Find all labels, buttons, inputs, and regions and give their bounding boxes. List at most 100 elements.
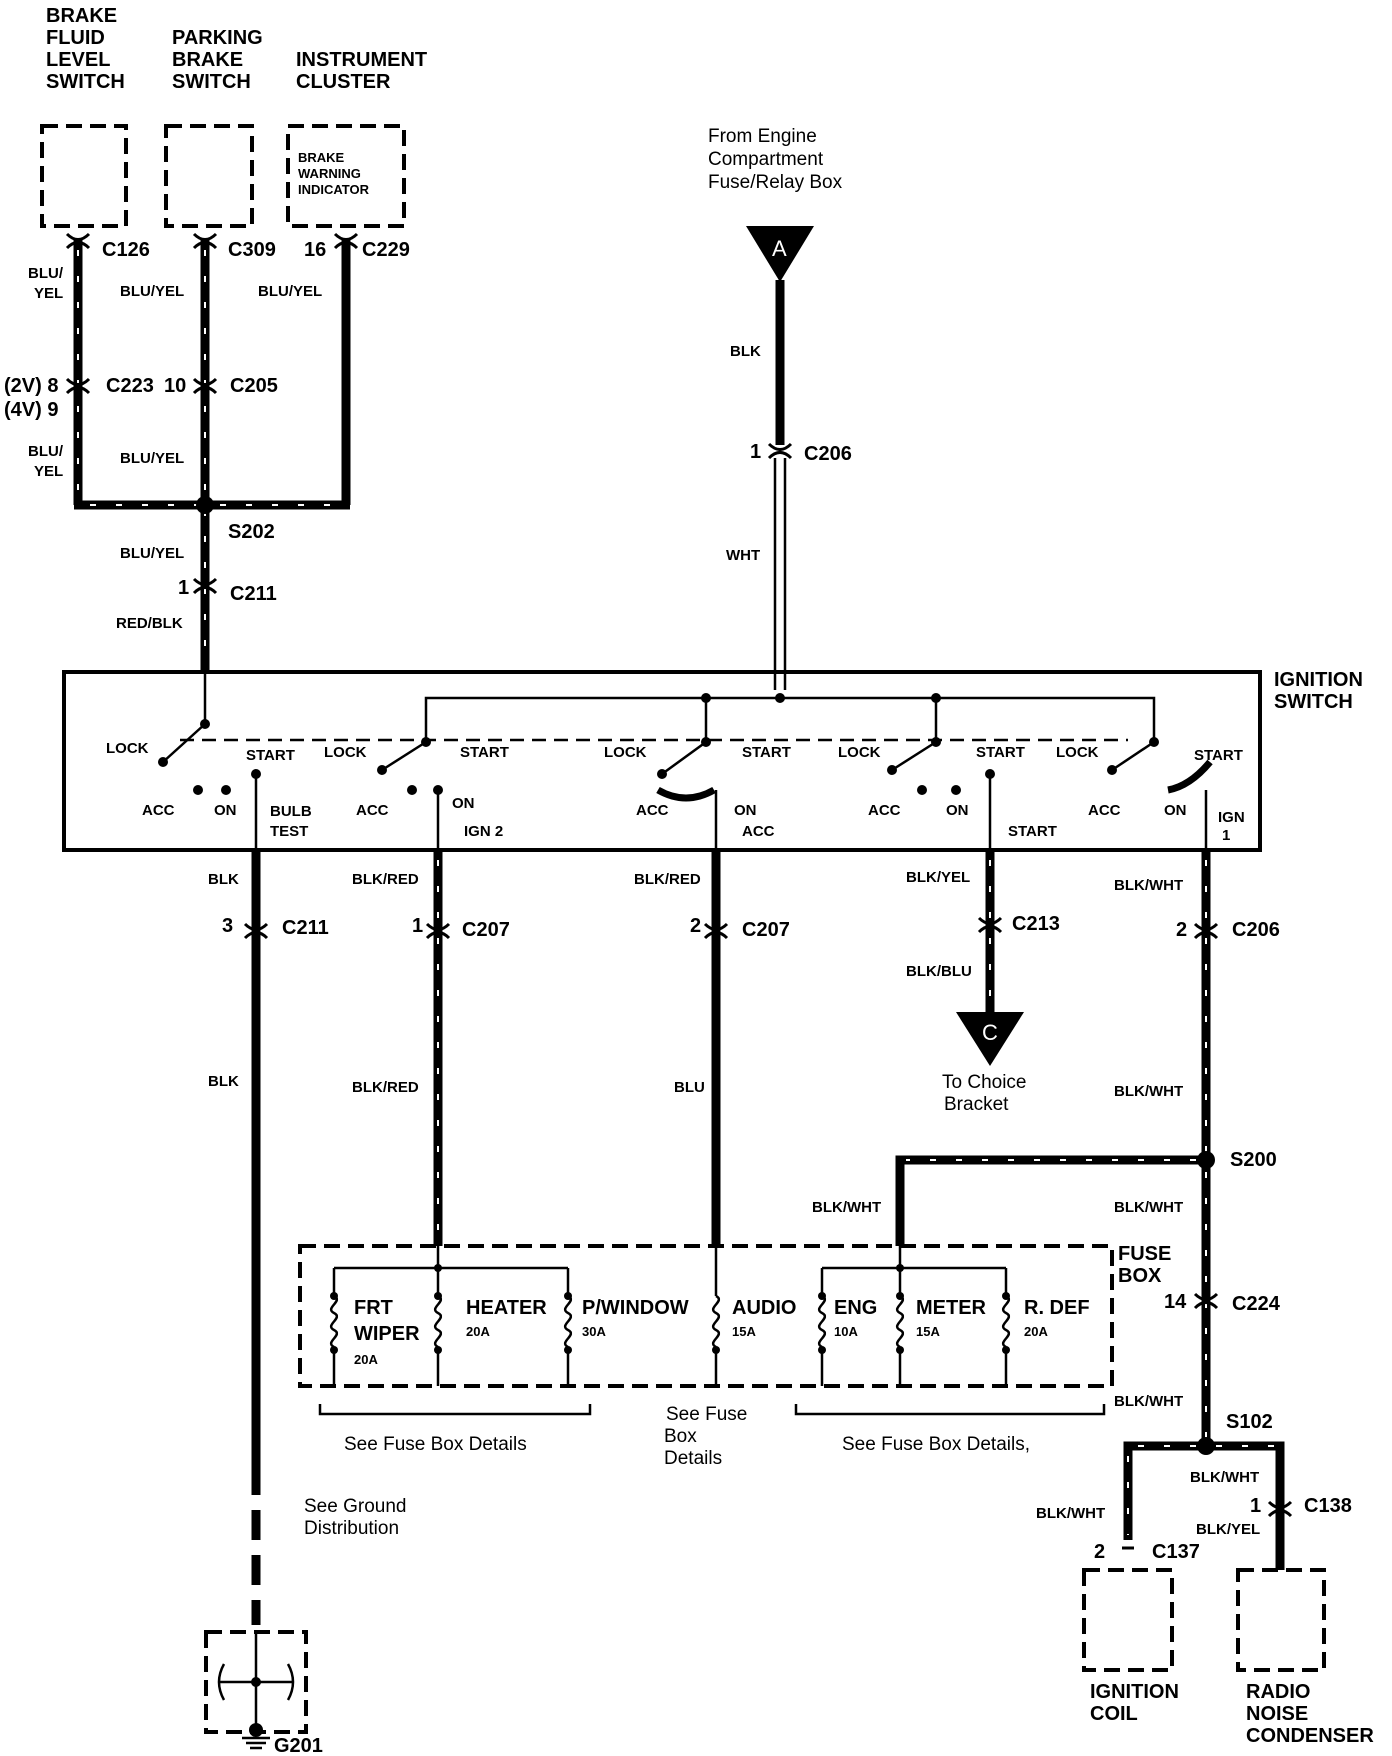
fuse-note-mid-2: Box [664, 1426, 697, 1447]
wire-c138-down: BLK/YEL [1196, 1521, 1260, 1538]
bulb-test-circuit: BLK 3 C211 BLK See Ground Distribution G… [204, 850, 406, 1756]
brake-fluid-box [40, 124, 128, 228]
parking-brake-label-2: BRAKE [172, 49, 243, 71]
source-a-symbol: A [772, 236, 787, 261]
fuse-frt-wiper-amp: 20A [354, 1352, 378, 1367]
ignition-switch-label-2: SWITCH [1274, 691, 1353, 713]
wire-s200-down: BLK/WHT [1114, 1199, 1183, 1216]
fuse-box-label-1: FUSE [1118, 1243, 1171, 1265]
parking-brake-label-3: SWITCH [172, 71, 251, 93]
fuse-frt-wiper: FRT WIPER 20A [329, 1268, 420, 1386]
sw1-on: ON [214, 802, 237, 819]
ignition-coil-label-1: IGNITION [1090, 1681, 1179, 1703]
fuse-eng-name: ENG [834, 1297, 877, 1319]
wire-ign2-1: BLK/RED [352, 871, 419, 888]
fuse-eng-amp: 10A [834, 1324, 858, 1339]
choice-c-line-1: To Choice [942, 1072, 1027, 1093]
fuse-audio: AUDIO 15A [711, 1294, 796, 1386]
ground-note-2: Distribution [304, 1518, 399, 1539]
wire-red-blk: RED/BLK [116, 615, 183, 632]
fuse-p-window-name: P/WINDOW [582, 1297, 689, 1319]
fuse-note-right: See Fuse Box Details, [842, 1434, 1030, 1455]
radio-noise-label-2: NOISE [1246, 1703, 1308, 1725]
fuse-heater: HEATER 20A [433, 1268, 547, 1386]
connector-c137: C137 [1152, 1541, 1200, 1563]
splice-s202: S202 [228, 521, 275, 543]
source-a-line-1: From Engine [708, 126, 817, 147]
wire-bf-bot-b: YEL [34, 463, 63, 480]
sw5-acc: ACC [1088, 802, 1121, 819]
source-a-line-3: Fuse/Relay Box [708, 172, 843, 193]
splice-s102: S102 [1226, 1411, 1273, 1433]
wire-s102-left: BLK/WHT [1036, 1505, 1105, 1522]
bulb-test-2: TEST [270, 823, 308, 840]
wire-start-2: BLK/BLU [906, 963, 972, 980]
ign2-circuit: BLK/RED 1 C207 BLK/RED [352, 850, 510, 1246]
connector-c309: C309 [228, 239, 276, 261]
fuse-p-window: P/WINDOW 30A [563, 1268, 689, 1386]
connector-c137-pin: 2 [1094, 1541, 1105, 1563]
ignition-coil-box [1082, 1568, 1174, 1672]
ground-g201: G201 [274, 1735, 323, 1756]
connector-c126: C126 [102, 239, 150, 261]
choice-c-line-2: Bracket [944, 1094, 1009, 1115]
source-a-triangle [746, 226, 814, 282]
ignition-switch: IGNITION SWITCH LOCK START ACC ON BULB T… [62, 669, 1363, 852]
splice-s202-dot [196, 496, 214, 514]
fuse-r-def: R. DEF 20A [1001, 1268, 1090, 1386]
source-a-line-2: Compartment [708, 149, 824, 170]
fuse-note-mid-1: See Fuse [666, 1404, 747, 1425]
fuse-column: FRT WIPER 20A HEATER 20A P/WINDOW 30A [329, 1268, 1090, 1386]
wire-s200-left: BLK/WHT [812, 1199, 881, 1216]
wire-bf-top-b: YEL [34, 285, 63, 302]
fuse-frt-wiper-name-1: FRT [354, 1297, 393, 1319]
connector-c211-bot-pin: 3 [222, 915, 233, 937]
instrument-cluster: INSTRUMENT CLUSTER BRAKE WARNING INDICAT… [286, 49, 427, 228]
brake-circuit-wires [65, 232, 359, 670]
connector-c211-top-pin: 1 [178, 577, 189, 599]
wire-pb-top: BLU/YEL [120, 283, 184, 300]
sw1-lock: LOCK [106, 740, 149, 757]
fuse-r-def-amp: 20A [1024, 1324, 1048, 1339]
connector-c224-pin: 14 [1164, 1291, 1187, 1313]
sw3-lock: LOCK [604, 744, 647, 761]
fuse-eng: ENG 10A [817, 1268, 877, 1386]
splice-s200: S200 [1230, 1149, 1277, 1171]
connector-c138-pin: 1 [1250, 1495, 1261, 1517]
brake-fluid-label-1: BRAKE [46, 5, 117, 27]
ign1-label-1: IGN [1218, 809, 1245, 826]
wire-s102-right: BLK/WHT [1190, 1469, 1259, 1486]
sw1-acc: ACC [142, 802, 175, 819]
sw4-acc: ACC [868, 802, 901, 819]
connector-c211-bot: C211 [282, 917, 329, 939]
connector-c206-bot: C206 [1232, 919, 1280, 941]
fuse-heater-amp: 20A [466, 1324, 490, 1339]
connector-c205-pin: 10 [164, 375, 186, 397]
fuse-notes: See Fuse Box Details See Fuse Box Detail… [318, 1404, 1106, 1469]
choice-c-symbol: C [982, 1020, 998, 1045]
fuse-meter: METER 15A [895, 1268, 987, 1386]
ground-note-1: See Ground [304, 1496, 406, 1517]
brake-warning-label-1: BRAKE [298, 150, 345, 165]
connector-c207-a: C207 [462, 919, 510, 941]
connector-c211-top: C211 [230, 583, 277, 605]
wire-ign2-2: BLK/RED [352, 1079, 419, 1096]
brake-warning-label-3: INDICATOR [298, 182, 370, 197]
wire-a-blk: BLK [730, 343, 761, 360]
connector-c206-bot-pin: 2 [1176, 919, 1187, 941]
ign1-label-2: 1 [1222, 827, 1230, 844]
fuse-box: FUSE BOX [298, 1243, 1171, 1388]
brake-fluid-label-3: LEVEL [46, 49, 110, 71]
connector-c207-b-pin: 2 [690, 915, 701, 937]
radio-noise-condenser: RADIO NOISE CONDENSER [1236, 1568, 1374, 1747]
fuse-p-window-amp: 30A [582, 1324, 606, 1339]
wire-bulb-blk1: BLK [208, 871, 239, 888]
sw2-start: START [460, 744, 509, 761]
splice-s102-dot [1197, 1437, 1215, 1455]
connector-c213: C213 [1012, 913, 1060, 935]
connector-c207-a-pin: 1 [412, 915, 423, 937]
sw4-start: START [976, 744, 1025, 761]
brake-fluid-level-switch: BRAKE FLUID LEVEL SWITCH [40, 5, 128, 228]
on-acc-label: ACC [742, 823, 775, 840]
